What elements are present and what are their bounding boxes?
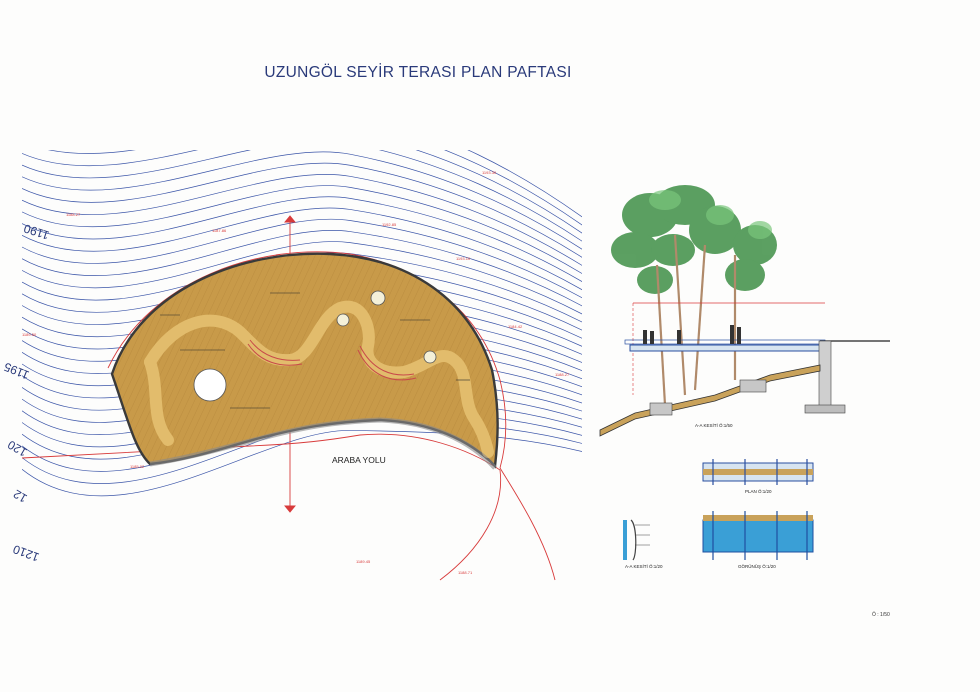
road-label: ARABA YOLU bbox=[332, 455, 386, 465]
plan-caption: PLAN Ö:1/20 bbox=[745, 488, 772, 494]
detail-drawings: A-A KESİTİ Ö:1/50 PLAN Ö:1/20 A-A KESİTİ… bbox=[599, 185, 890, 569]
contour-line bbox=[48, 150, 582, 226]
elevation-mark: 1189.50 bbox=[22, 332, 37, 337]
small-section-caption: A-A KESİTİ Ö:1/20 bbox=[625, 563, 663, 569]
elevation-mark: 1192.85 bbox=[382, 222, 397, 227]
scale-note: Ö : 1/50 bbox=[872, 612, 890, 618]
contour-line bbox=[22, 241, 582, 315]
plan-detail-drawing bbox=[702, 459, 814, 485]
view-caption: GÖRÜNÜŞ Ö:1/20 bbox=[738, 563, 776, 569]
elevation-mark: 1185.02 bbox=[130, 464, 145, 469]
contour-line bbox=[22, 150, 582, 234]
section-aa-caption: A-A KESİTİ Ö:1/50 bbox=[695, 422, 733, 428]
page-title: UZUNGÖL SEYİR TERASI PLAN PAFTASI bbox=[264, 64, 572, 81]
contour-line bbox=[22, 230, 582, 307]
section-aa-drawing bbox=[599, 302, 890, 437]
terrace-deck bbox=[110, 252, 499, 470]
elevation-mark: 1188.27 bbox=[66, 212, 81, 217]
contour-label: 1210 bbox=[11, 542, 41, 564]
elevation-mark: 1189.45 bbox=[356, 559, 371, 564]
elevation-mark: 1188.71 bbox=[458, 570, 473, 575]
contour-line bbox=[22, 150, 582, 242]
view-detail-drawing bbox=[702, 511, 814, 560]
contour-line bbox=[22, 173, 582, 266]
contour-label: 12 bbox=[11, 487, 30, 506]
contour-line bbox=[22, 162, 582, 258]
contour-label: 1190 bbox=[22, 221, 51, 242]
contour-line bbox=[22, 207, 582, 291]
contour-label: 120 bbox=[5, 437, 30, 459]
elevation-mark: 1193.10 bbox=[456, 256, 471, 261]
small-section-drawing bbox=[623, 519, 650, 561]
contour-line bbox=[22, 185, 582, 274]
tree-canopy bbox=[611, 185, 777, 406]
elevation-mark: 1188.27 bbox=[555, 372, 570, 377]
contour-line bbox=[22, 430, 582, 497]
elevation-mark: 1193.30 bbox=[482, 170, 497, 175]
contour-line bbox=[22, 218, 582, 299]
site-plan: ARABA YOLU 1190 1195 120 12 1210 1193.30 1188… bbox=[2, 150, 582, 581]
elevation-mark: 1187.86 bbox=[212, 228, 227, 233]
elevation-marks: 1193.30 1188.27 1187.86 1192.85 1193.10 1184.… bbox=[22, 170, 570, 575]
contour-line bbox=[22, 151, 582, 250]
contour-line bbox=[467, 150, 582, 218]
elevation-mark: 1184.42 bbox=[508, 324, 523, 329]
contour-line bbox=[22, 196, 582, 283]
contour-label: 1195 bbox=[2, 359, 31, 382]
